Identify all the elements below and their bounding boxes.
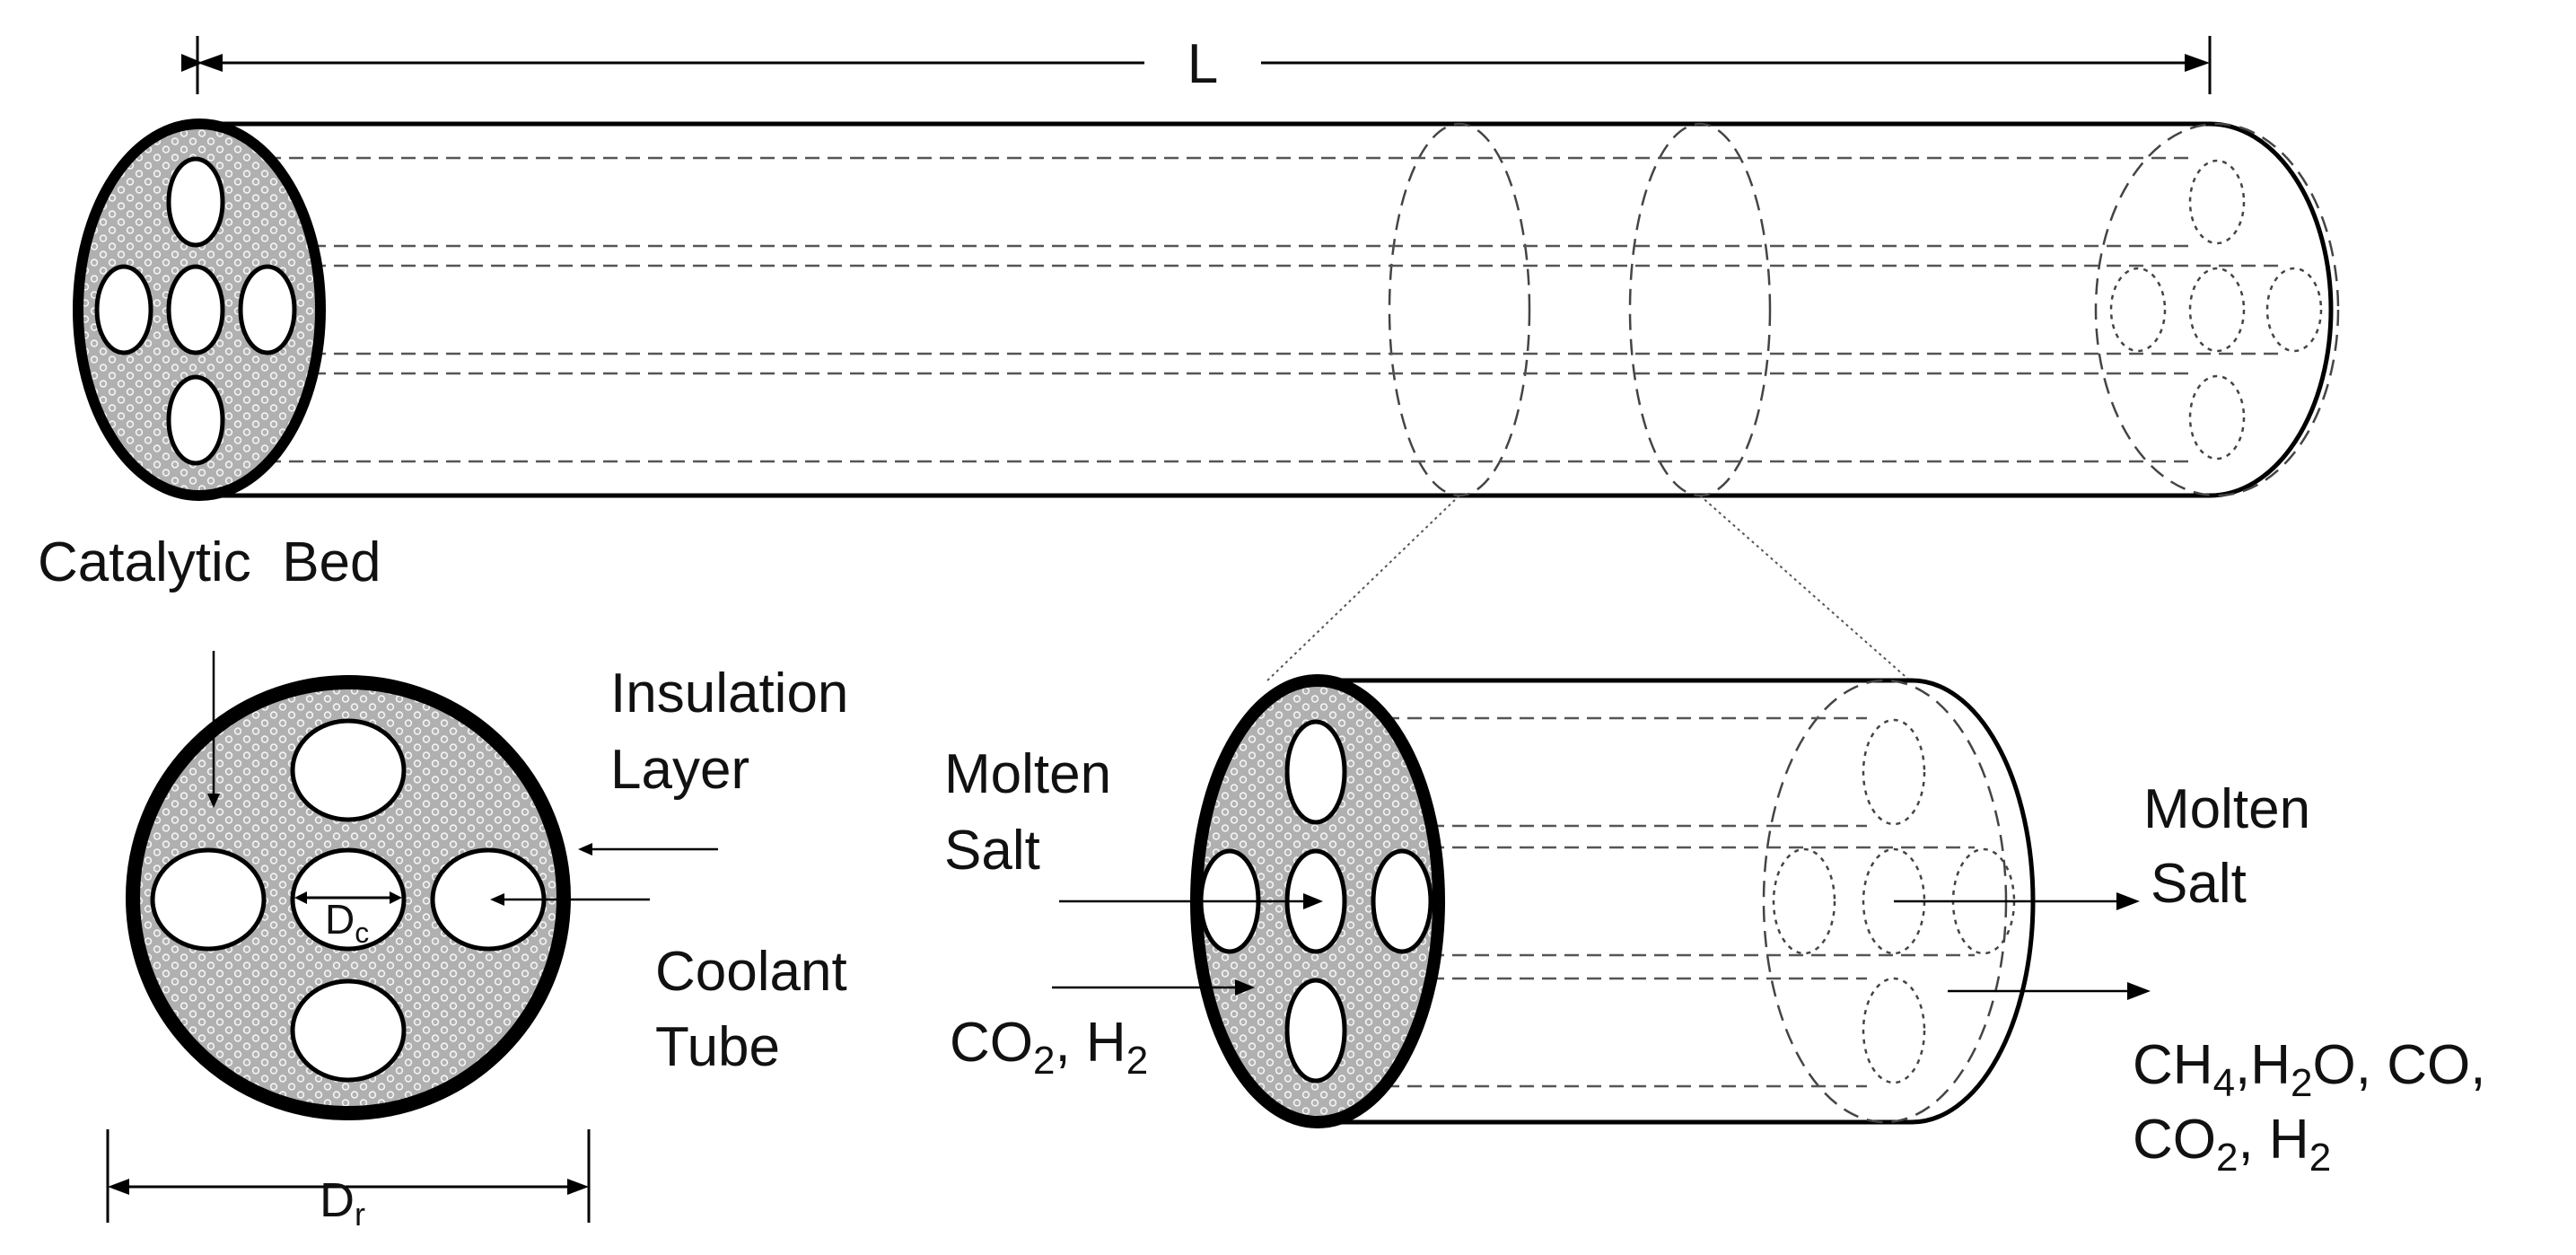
dr-label: Dr (320, 1173, 365, 1233)
salt-out-label-line2: Salt (2151, 853, 2247, 915)
coolant-label-line1: Coolant (655, 941, 847, 1003)
dc-label: Dc (325, 896, 369, 949)
product-label-line2: CO2, H2 (2133, 1109, 2331, 1180)
coolant-label-line2: Tube (655, 1016, 780, 1078)
front-face-coolant-tubes (94, 156, 297, 466)
length-dimension (181, 36, 2212, 94)
dr-dimension (106, 1129, 591, 1223)
catalytic-bed-label: Catalytic Bed (38, 531, 381, 593)
salt-in-label-line2: Salt (944, 820, 1040, 882)
insulation-label-line2: Layer (610, 739, 749, 801)
zoom-lines (1265, 495, 1913, 683)
cross-section (126, 675, 571, 1120)
salt-out-label-line1: Molten (2143, 778, 2310, 840)
feed-gas-label: CO2, H2 (950, 1012, 1148, 1083)
product-label-line1: CH4,H2O, CO, (2133, 1034, 2485, 1105)
length-label: L (1187, 33, 1218, 95)
insulation-label-line1: Insulation (610, 663, 848, 724)
main-reactor-tube (73, 118, 2340, 501)
salt-in-label-line1: Molten (944, 743, 1111, 805)
